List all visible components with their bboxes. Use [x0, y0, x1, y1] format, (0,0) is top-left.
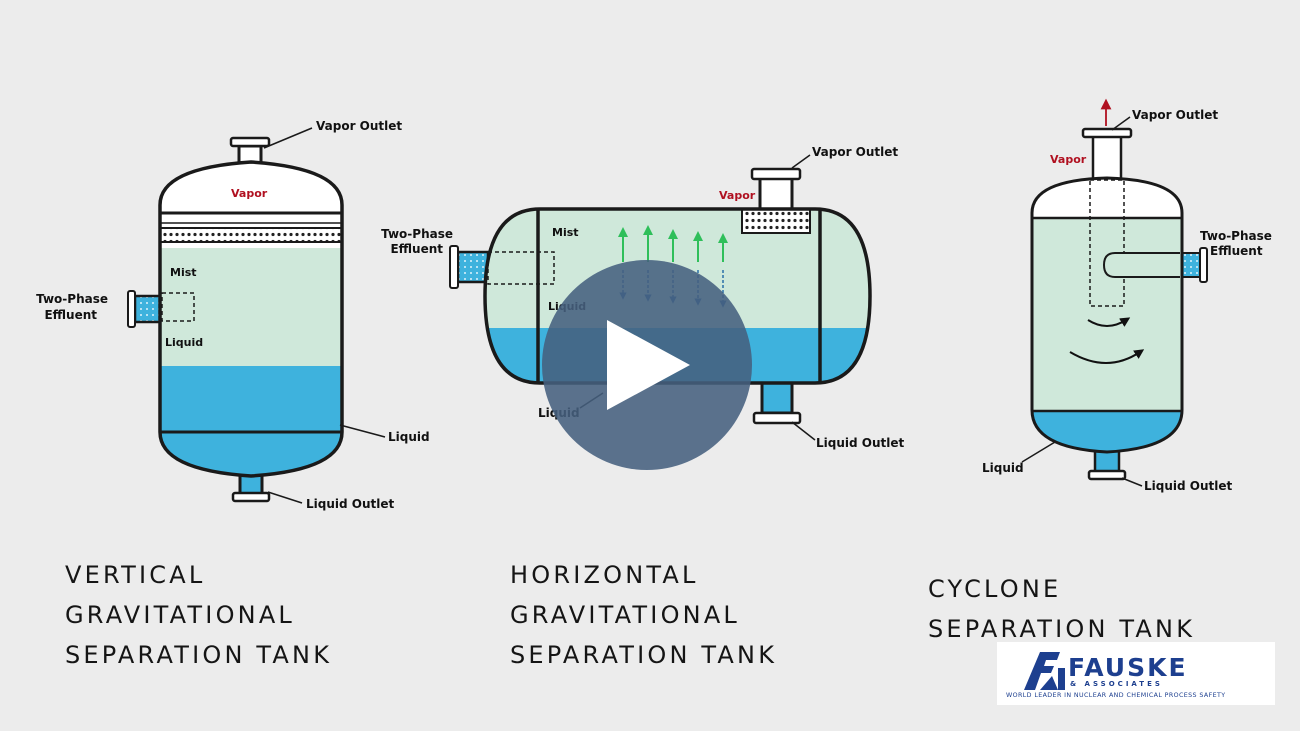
cyclone-title-line1: CYCLONE	[928, 575, 1061, 603]
vertical-title-line1: VERTICAL	[65, 561, 205, 589]
horizontal-tank-shell	[483, 207, 872, 385]
fauske-logo-sub: & ASSOCIATES	[1070, 680, 1163, 688]
horizontal-vapor-flange	[750, 167, 802, 181]
fauske-logo-tagline: WORLD LEADER IN NUCLEAR AND CHEMICAL PRO…	[1006, 692, 1225, 699]
cyclone-vapor-label: Vapor	[1050, 153, 1087, 166]
cyclone-tank-shell	[1030, 176, 1184, 454]
horizontal-vapor-flow-arrows	[618, 225, 728, 262]
cyclone-vapor-nozzle	[1091, 134, 1123, 184]
cyclone-liquid-label: Liquid	[982, 461, 1024, 475]
vertical-title-line3: SEPARATION TANK	[65, 641, 332, 669]
vertical-tank-shell	[158, 160, 344, 478]
cyclone-mist-zone	[1032, 218, 1182, 412]
horizontal-two-phase-label-line1: Two-Phase	[381, 227, 453, 241]
vertical-liquid-zone	[160, 366, 342, 476]
vertical-inlet-nozzle	[133, 294, 164, 324]
horizontal-tank-title: HORIZONTAL GRAVITATIONAL SEPARATION TANK	[510, 561, 777, 669]
cyclone-inlet-flange	[1199, 247, 1208, 283]
horizontal-inlet-nozzle	[456, 250, 490, 284]
horizontal-vapor-label: Vapor	[719, 189, 756, 202]
vertical-liquid-inside-label: Liquid	[165, 336, 203, 349]
cyclone-liquid-flange	[1087, 469, 1127, 481]
vertical-two-phase-label-line2: Effluent	[44, 308, 97, 322]
vertical-liquid-flange	[231, 491, 271, 503]
cyclone-liquid-outlet-label: Liquid Outlet	[1144, 479, 1233, 493]
horizontal-inlet-flange	[449, 245, 459, 289]
vertical-mist-zone	[160, 248, 342, 366]
horizontal-vapor-outlet-label: Vapor Outlet	[812, 145, 898, 159]
cyclone-tank-title: CYCLONE SEPARATION TANK	[928, 575, 1195, 643]
horizontal-two-phase-label-line2: Effluent	[390, 242, 443, 256]
vertical-demister-pad	[160, 228, 342, 242]
play-icon	[607, 320, 690, 410]
vertical-liquid-outlet-label: Liquid Outlet	[306, 497, 395, 511]
vertical-vapor-outlet-label: Vapor Outlet	[316, 119, 402, 133]
cyclone-vapor-flange	[1081, 127, 1133, 139]
vertical-mist-label: Mist	[170, 266, 197, 279]
cyclone-swirl-arrow-upper	[1087, 317, 1131, 327]
vertical-liquid-label: Liquid	[388, 430, 430, 444]
cyclone-two-phase-label-line1: Two-Phase	[1200, 229, 1272, 243]
fauske-logo: FAUSKE & ASSOCIATES WORLD LEADER IN NUCL…	[997, 642, 1275, 705]
fauske-logo-mark	[1024, 652, 1065, 690]
vertical-vapor-flange	[229, 136, 271, 148]
vertical-two-phase-label-line1: Two-Phase	[36, 292, 108, 306]
vertical-inlet-flange	[127, 290, 136, 328]
vertical-tank-title: VERTICAL GRAVITATIONAL SEPARATION TANK	[65, 561, 332, 669]
horizontal-vapor-nozzle	[758, 176, 794, 213]
fauske-logo-name: FAUSKE	[1068, 653, 1188, 682]
horizontal-liquid-flange	[752, 411, 802, 425]
horizontal-liquid-nozzle	[760, 379, 794, 415]
vertical-title-line2: GRAVITATIONAL	[65, 601, 295, 629]
cyclone-separation-tank: Vapor Outlet Vapor Two-Phase Effluent Li…	[982, 98, 1272, 493]
cyclone-swirl-arrow-lower	[1069, 349, 1145, 364]
video-play-button[interactable]	[542, 260, 752, 470]
vertical-vapor-label: Vapor	[231, 187, 268, 200]
cyclone-title-line2: SEPARATION TANK	[928, 615, 1195, 643]
horizontal-title-line1: HORIZONTAL	[510, 561, 699, 589]
cyclone-vapor-outlet-label: Vapor Outlet	[1132, 108, 1218, 122]
horizontal-liquid-outlet-label: Liquid Outlet	[816, 436, 905, 450]
cyclone-two-phase-label-line2: Effluent	[1210, 244, 1263, 258]
horizontal-mist-label: Mist	[552, 226, 579, 239]
vertical-separation-tank: Vapor Outlet Vapor Two-Phase Effluent Mi…	[36, 119, 430, 511]
horizontal-title-line2: GRAVITATIONAL	[510, 601, 740, 629]
horizontal-demister-pad	[741, 209, 811, 234]
horizontal-title-line3: SEPARATION TANK	[510, 641, 777, 669]
